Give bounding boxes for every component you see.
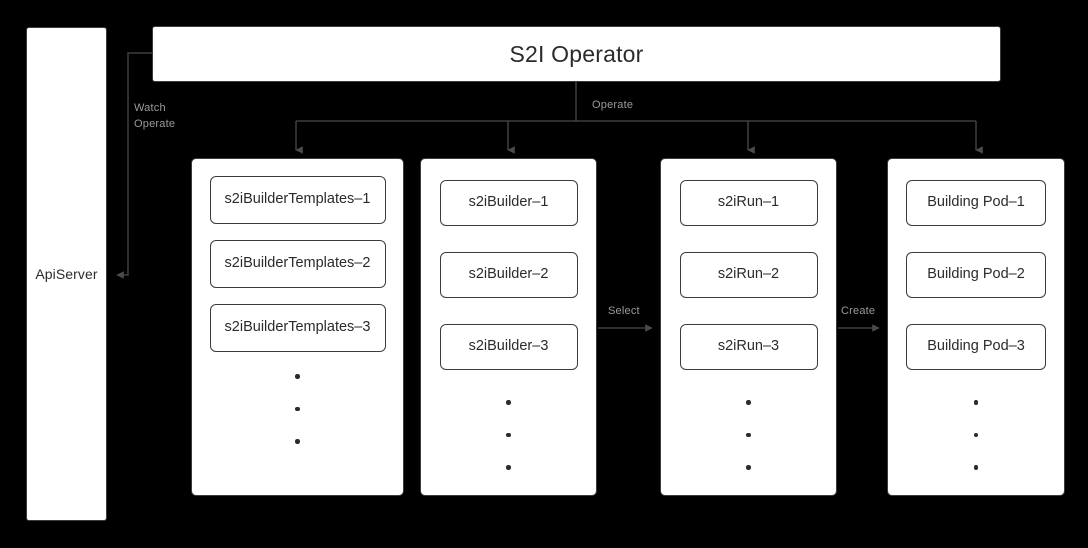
- apiserver-node[interactable]: ApiServer: [26, 27, 107, 521]
- ellipsis-dot: [973, 465, 979, 470]
- ellipsis-dot: [973, 432, 979, 437]
- ellipsis-dot: [746, 432, 751, 437]
- s2i-operator-node[interactable]: S2I Operator: [152, 26, 1001, 82]
- ellipsis-building-pod: [973, 400, 979, 470]
- card-s2ibuildertemplates-1[interactable]: s2iBuilderTemplates–1: [209, 176, 386, 224]
- column-building-pod: Building Pod–1 Building Pod–2 Building P…: [887, 158, 1065, 496]
- column-s2ibuildertemplates: s2iBuilderTemplates–1 s2iBuilderTemplate…: [191, 158, 404, 496]
- edge-label-create: Create: [841, 305, 876, 317]
- apiserver-label: ApiServer: [35, 266, 98, 282]
- card-s2irun-1[interactable]: s2iRun–1: [679, 180, 818, 226]
- card-building-pod-3[interactable]: Building Pod–3: [906, 324, 1046, 370]
- edge-label-select: Select: [608, 305, 640, 317]
- ellipsis-dot: [506, 432, 511, 437]
- ellipsis-dot: [295, 374, 300, 379]
- card-s2ibuildertemplates-3[interactable]: s2iBuilderTemplates–3: [209, 304, 386, 352]
- ellipsis-s2ibuilder: [506, 400, 511, 470]
- card-s2ibuilder-3[interactable]: s2iBuilder–3: [439, 324, 578, 370]
- card-s2ibuilder-2[interactable]: s2iBuilder–2: [439, 252, 578, 298]
- s2i-operator-label: S2I Operator: [509, 40, 644, 67]
- card-s2ibuilder-1[interactable]: s2iBuilder–1: [439, 180, 578, 226]
- ellipsis-dot: [973, 400, 979, 405]
- ellipsis-dot: [506, 400, 511, 405]
- ellipsis-s2ibuildertemplates: [295, 374, 300, 444]
- ellipsis-s2irun: [746, 400, 751, 470]
- edge-label-watch-operate: Watch Operate: [134, 102, 176, 130]
- edge-watch-operate: [116, 52, 152, 279]
- card-s2irun-3[interactable]: s2iRun–3: [679, 324, 818, 370]
- ellipsis-dot: [746, 465, 751, 470]
- edge-label-operate: Operate: [592, 99, 634, 111]
- ellipsis-dot: [295, 406, 300, 411]
- card-s2ibuildertemplates-2[interactable]: s2iBuilderTemplates–2: [209, 240, 386, 288]
- column-s2irun: s2iRun–1 s2iRun–2 s2iRun–3: [660, 158, 837, 496]
- column-s2ibuilder: s2iBuilder–1 s2iBuilder–2 s2iBuilder–3: [420, 158, 597, 496]
- card-s2irun-2[interactable]: s2iRun–2: [679, 252, 818, 298]
- ellipsis-dot: [746, 400, 751, 405]
- card-building-pod-2[interactable]: Building Pod–2: [906, 252, 1046, 298]
- ellipsis-dot: [506, 465, 511, 470]
- ellipsis-dot: [295, 439, 300, 444]
- card-building-pod-1[interactable]: Building Pod–1: [906, 180, 1046, 226]
